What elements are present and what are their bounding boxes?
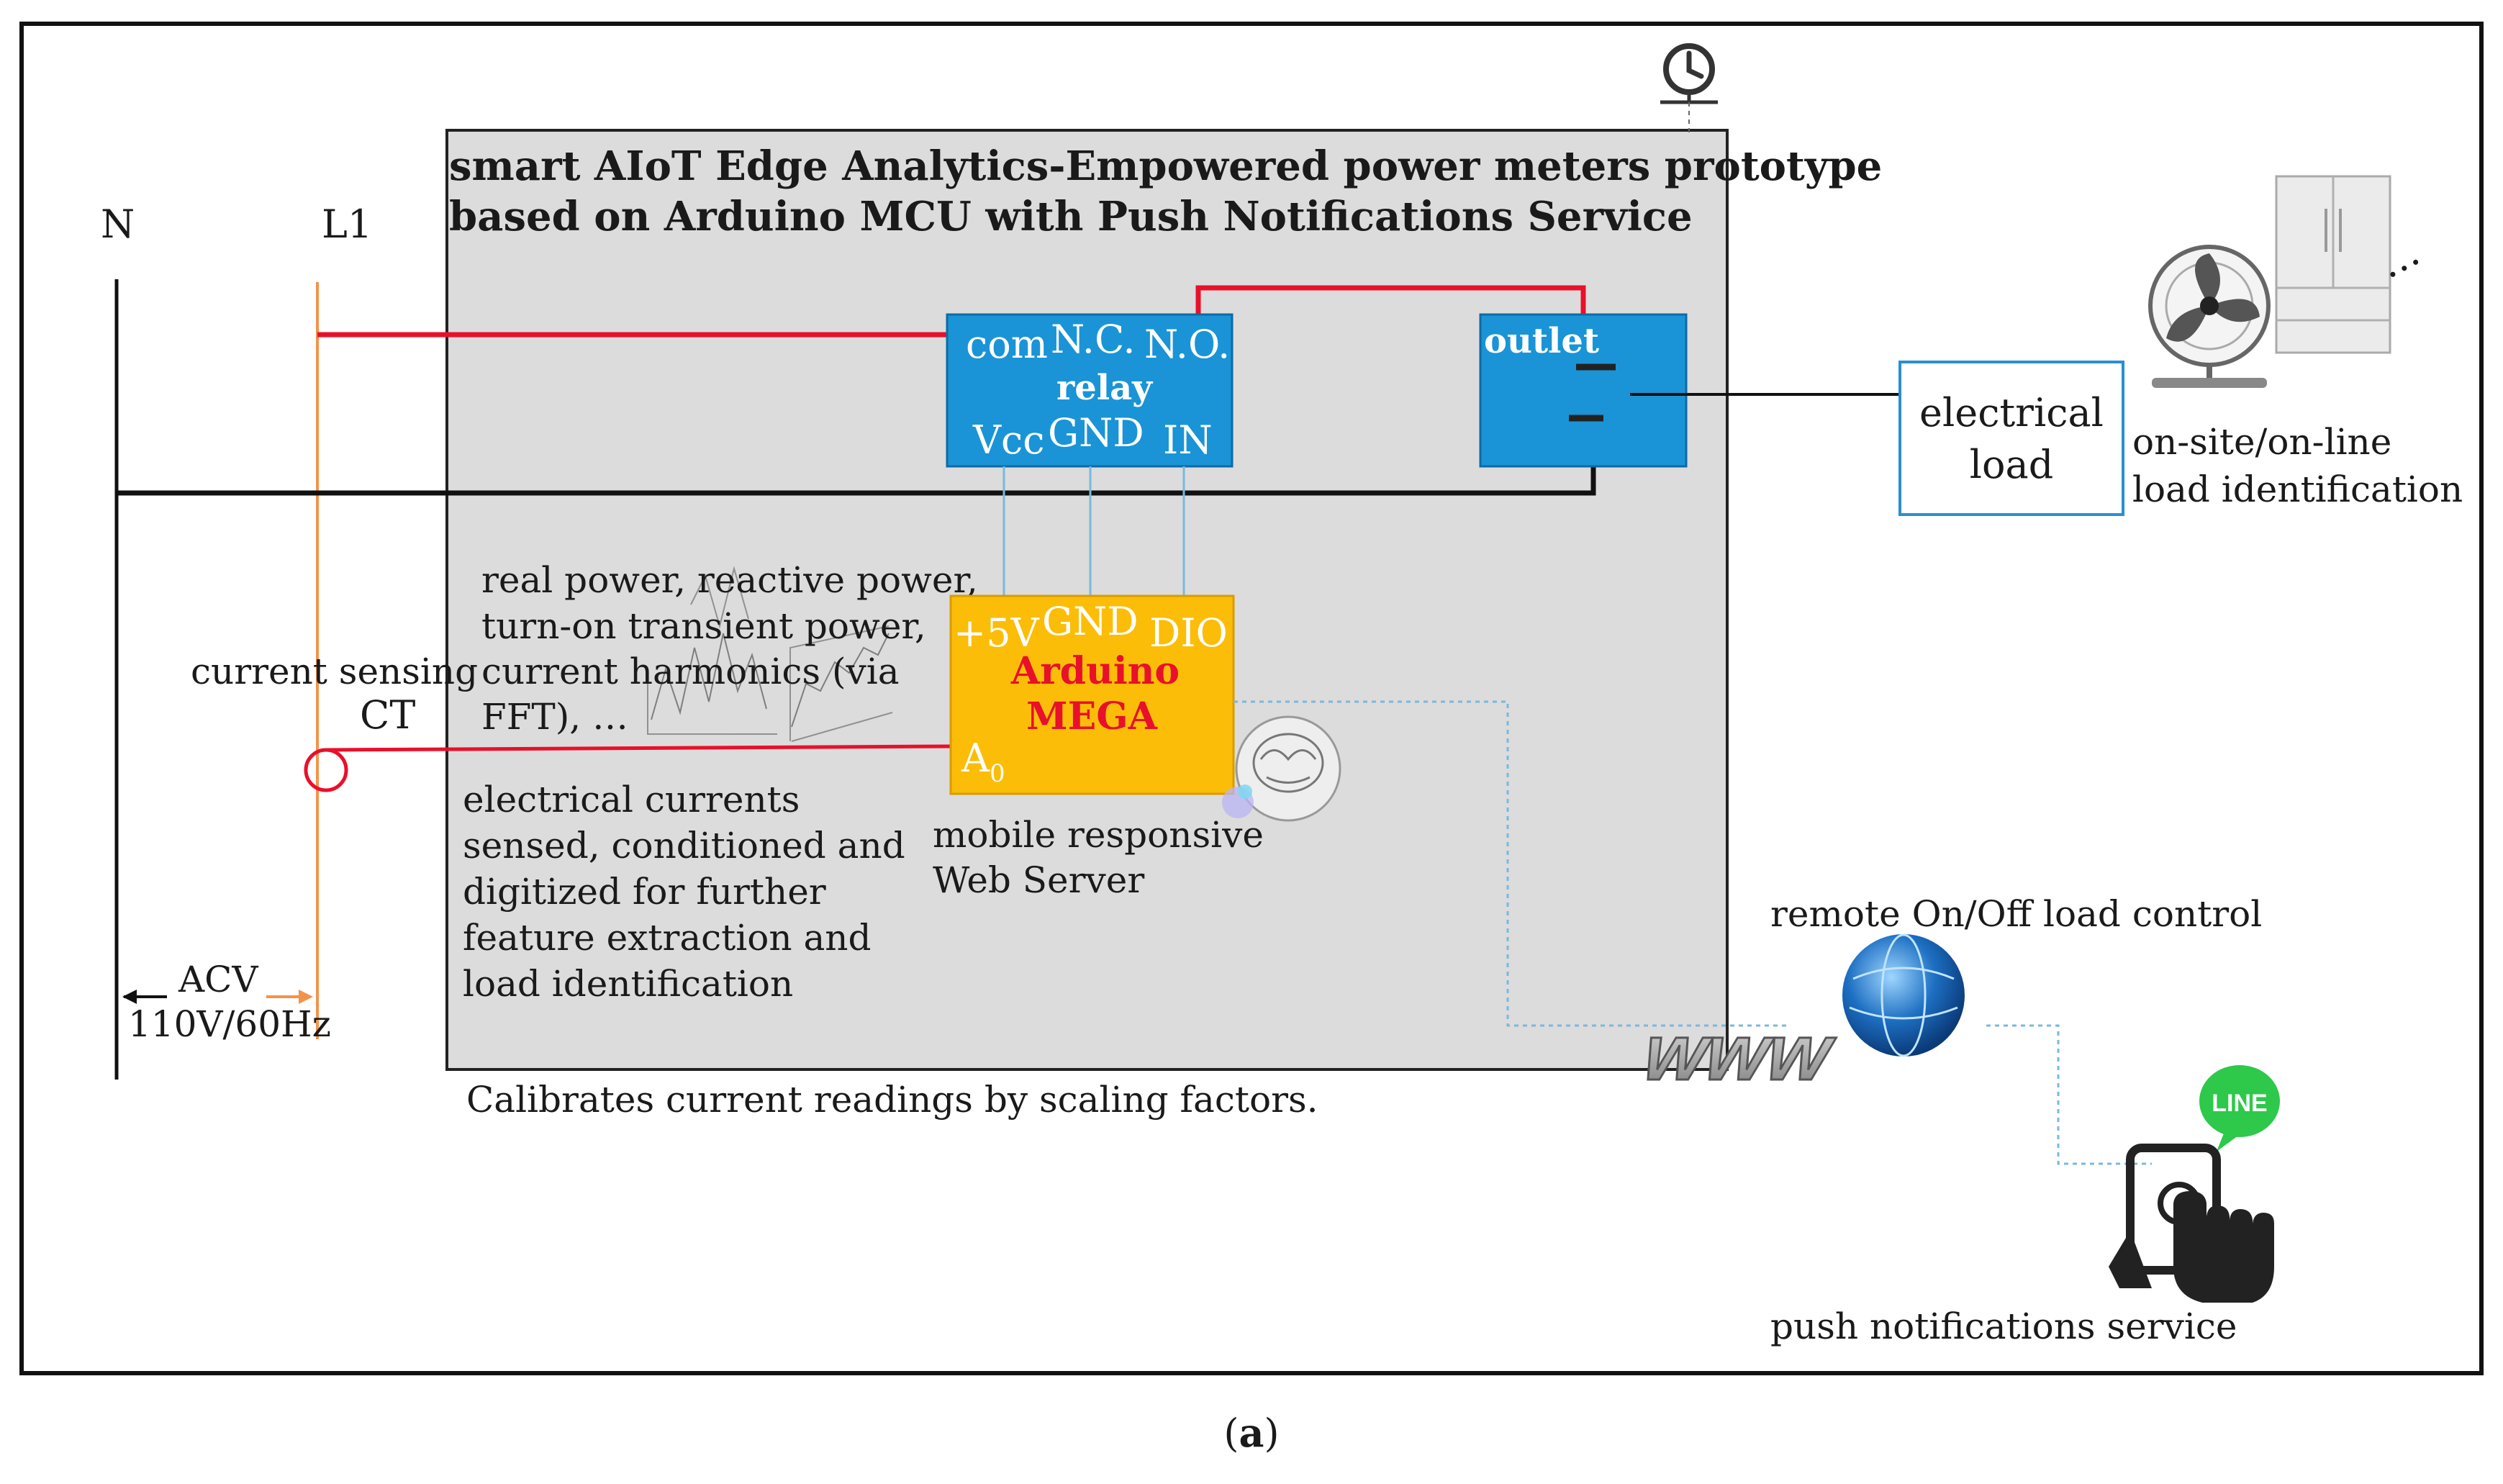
currents-line1: electrical currents [463, 779, 800, 820]
electrical-load-box: electrical load [1898, 361, 2124, 516]
wire-neutral-to-outlet [117, 461, 1596, 496]
current-sensing-label: current sensing [191, 651, 478, 692]
push-notifications-label: push notifications service [1770, 1306, 2237, 1347]
figure-caption: (a) [1223, 1410, 1279, 1456]
panel-title-line1: smart AIoT Edge Analytics-Empowered powe… [449, 142, 1882, 190]
features-line2: turn-on transient power, [481, 605, 926, 647]
www-text: www [1639, 1008, 1840, 1096]
refrigerator-icon [2275, 175, 2391, 354]
arduino-gnd-pin: GND [1042, 599, 1139, 644]
remote-control-label: remote On/Off load control [1770, 893, 2262, 935]
currents-line2: sensed, conditioned and [463, 825, 905, 867]
line-app-icon: LINE [2199, 1065, 2280, 1152]
panel-title-line2: based on Arduino MCU with Push Notificat… [449, 193, 1693, 240]
arduino-dio-pin: DIO [1149, 610, 1228, 656]
web-server-line1: mobile responsive [933, 814, 1264, 856]
relay-no-pin: N.O. [1144, 322, 1230, 367]
features-line1: real power, reactive power, [481, 559, 978, 601]
acv-label: ACV [178, 959, 258, 1000]
arduino-a0-pin: A0 [961, 736, 1005, 788]
relay-gnd-pin: GND [1048, 410, 1144, 456]
arduino-name-line2: MEGA [1026, 695, 1158, 738]
relay-in-pin: IN [1163, 417, 1213, 463]
relay-label: relay [1056, 368, 1154, 408]
arduino-mega-module: +5V GND DIO Arduino MEGA A0 [949, 594, 1235, 795]
features-line4: FFT), … [481, 696, 628, 738]
touch-tablet-icon [2109, 1144, 2274, 1303]
network-link-web [1234, 700, 1788, 1027]
calibration-note: Calibrates current readings by scaling f… [466, 1079, 1318, 1121]
ai-brain-icon [1222, 715, 1341, 822]
outlet-label: outlet [1484, 321, 1599, 361]
arduino-5v-pin: +5V [954, 610, 1040, 656]
acv-arrows [122, 990, 313, 1004]
relay-vcc-pin: Vcc [972, 417, 1044, 463]
www-globe-icon: www [1638, 933, 1965, 1098]
fan-icon [2148, 245, 2271, 388]
acv-value: 110V/60Hz [128, 1003, 331, 1045]
waveform-graphic [647, 566, 893, 742]
outlet-module: outlet [1479, 313, 1688, 468]
outer-frame [19, 22, 2484, 1375]
web-server-line2: Web Server [933, 859, 1144, 901]
ct-sensor-icon [304, 748, 348, 792]
wire-no-to-outlet [1195, 285, 1586, 327]
currents-line4: feature extraction and [463, 917, 871, 959]
relay-nc-pin: N.C. [1051, 317, 1136, 362]
currents-line3: digitized for further [463, 871, 826, 913]
electrical-load-line1: electrical [1919, 390, 2104, 435]
line-app-label: LINE [2212, 1090, 2267, 1117]
relay-module: com N.C. N.O. relay Vcc GND IN [946, 313, 1234, 468]
load-identification-line2: load identification [2132, 469, 2463, 510]
wire-ct-to-a0 [325, 744, 951, 752]
live-label: L1 [322, 202, 372, 247]
electrical-load-line2: load [1970, 442, 2054, 487]
load-identification-line1: on-site/on-line [2132, 421, 2391, 463]
network-link-push [1986, 1024, 2152, 1165]
clock-icon [1660, 43, 1718, 137]
relay-com-pin: com [966, 322, 1048, 367]
features-line3: current harmonics (via [481, 651, 900, 692]
currents-line5: load identification [463, 963, 793, 1005]
ct-label: CT [360, 692, 415, 738]
neutral-label: N [101, 202, 135, 247]
arduino-name-line1: Arduino [1010, 649, 1180, 693]
